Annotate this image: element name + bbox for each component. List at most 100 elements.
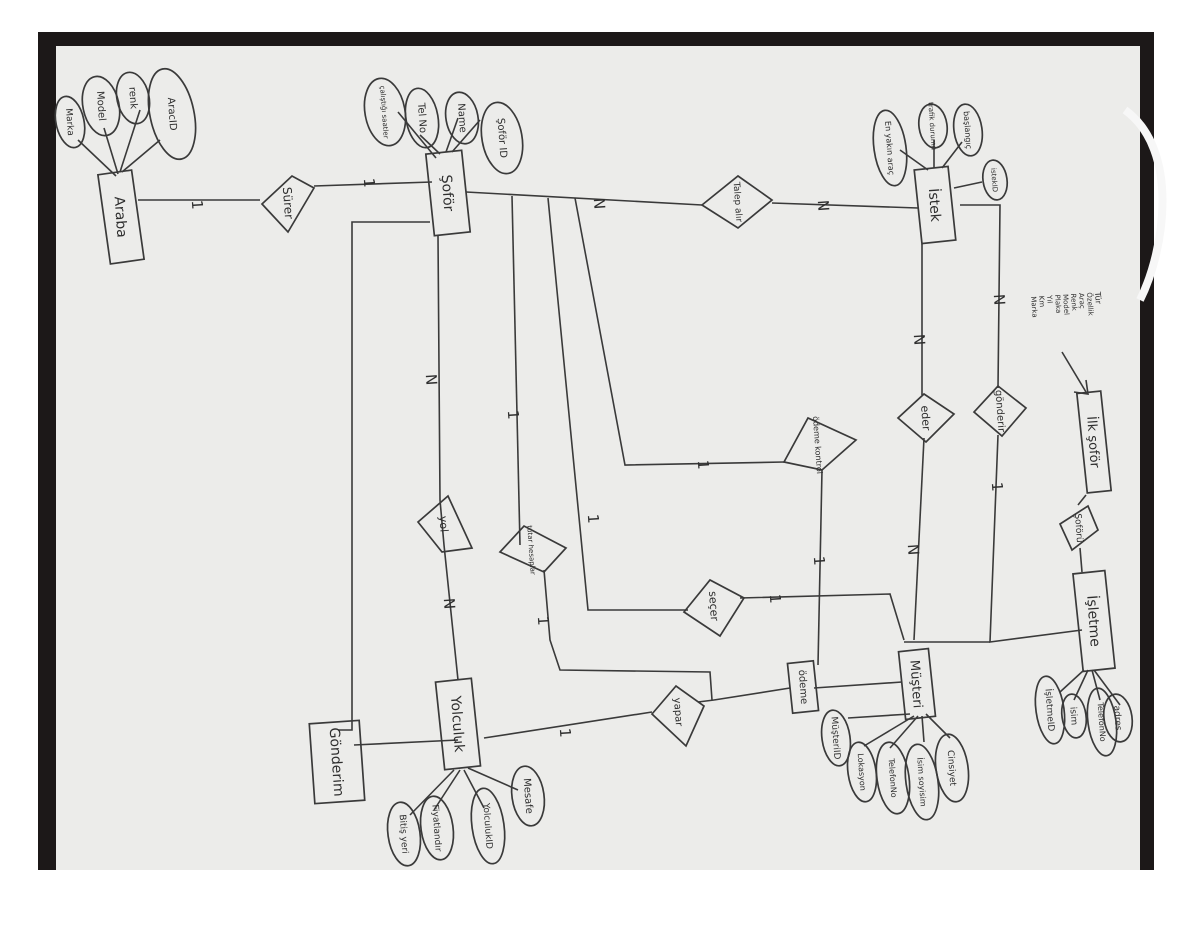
- line-sofor-talep: [465, 191, 703, 206]
- attr-label-isim-soyisim: İsim soyisim: [915, 757, 928, 807]
- rel-label-tutar-hesaplar: tutar hesaplar: [525, 525, 536, 575]
- entity-label-sofor: Şoför: [438, 174, 457, 212]
- cable: [1122, 106, 1167, 302]
- rel-soforu: Şoförü: [1058, 504, 1100, 552]
- attr-label-enyakin: En yakın araç: [883, 121, 896, 176]
- cardinality: N: [990, 293, 1009, 305]
- rel-label-eder: eder: [918, 405, 933, 431]
- rel-yapar: yol: [416, 494, 474, 553]
- cardinality: N: [440, 597, 459, 609]
- attr-yolculuk-mesafe: Mesafe: [510, 765, 546, 827]
- cardinality: 1: [694, 459, 713, 470]
- line-talep-istek: [771, 202, 919, 209]
- attr-isletme-adres: adres: [1102, 693, 1134, 743]
- attr-musteri-lokasyon: Lokasyon: [846, 741, 878, 803]
- attr-label-renk: renk: [126, 87, 139, 110]
- attr-line-bitis: [409, 769, 455, 816]
- attr-label-calistigi: çalıştığı saatler: [378, 85, 390, 139]
- paper-sheet: [56, 46, 1140, 870]
- attr-istek-istekid: istekID: [981, 159, 1009, 201]
- line-sofor-tutar: [511, 195, 521, 546]
- entity-label-musteri: Müşteri: [906, 659, 924, 708]
- rel-gonderir: gönderir: [972, 384, 1028, 438]
- attr-sofor-name: Name: [444, 91, 480, 145]
- cardinality: N: [422, 373, 441, 385]
- line-gonderir-isletme: [989, 434, 1083, 643]
- cardinality: 1: [504, 409, 523, 420]
- entity-sofor: Şoför: [424, 149, 472, 237]
- cardinality: N: [910, 333, 929, 345]
- attr-label-telefonno-i: TelefonNo: [1096, 701, 1108, 742]
- attr-line-renk: [119, 109, 141, 173]
- attr-line-musteriid: [847, 713, 911, 719]
- rel-label-secer: seçer: [706, 591, 721, 622]
- attr-musteri-telefonno: TelefonNo: [875, 741, 911, 815]
- line-tutar-yolculuk: [543, 569, 713, 701]
- attr-label-telefonno-m: TelefonNo: [887, 757, 899, 798]
- attr-label-name: Name: [455, 103, 468, 133]
- cardinality: 1: [188, 199, 207, 210]
- line-yer-odeme: [697, 699, 715, 703]
- attr-line-soforid: [451, 119, 481, 153]
- attr-label-lokasyon: Lokasyon: [856, 753, 868, 791]
- entity-istek: İstek: [913, 165, 957, 245]
- cardinality: 1: [534, 615, 553, 626]
- attr-label-cinsiyet: Cinsiyet: [945, 750, 958, 787]
- attr-line-enyakin: [899, 149, 929, 171]
- line-soforu-ilksofor: [1077, 494, 1087, 506]
- note-item: Renk: [1069, 293, 1078, 312]
- rel-label-soforu: Şoförü: [1072, 513, 1084, 543]
- attr-isletme-telefonno: TelefonNo: [1086, 687, 1118, 757]
- attr-musteri-isim-soyisim: İsim soyisim: [904, 743, 940, 821]
- rel-label-yapar: yapar: [671, 697, 684, 727]
- rel-talep-alir: Talep alır: [700, 174, 774, 230]
- rel-label-talep-alir: Talep alır: [731, 181, 744, 223]
- attr-label-model: Model: [94, 91, 107, 122]
- rel-yer: yapar: [650, 684, 706, 748]
- entity-araba: Araba: [96, 169, 146, 265]
- attr-isletme-isim: isim: [1060, 693, 1088, 739]
- cardinality: N: [814, 199, 833, 211]
- attr-line-adres: [1093, 669, 1121, 706]
- attr-label-adres: adres: [1111, 705, 1123, 731]
- attr-sofor-soforid: Şoför ID: [480, 101, 524, 175]
- rel-label-odeme: ödeme: [796, 669, 809, 704]
- attr-yolculuk-yolculukid: YolculukID: [470, 787, 506, 865]
- rel-label-gonderir: gönderir: [993, 390, 1007, 434]
- attr-label-baslangic: başlangıç: [962, 111, 974, 150]
- attr-label-isletmeid: İşletmeID: [1043, 688, 1057, 732]
- line-odemekontrol-odeme: [817, 469, 823, 666]
- entity-ilk-sofor: İlk şoför: [1075, 390, 1113, 494]
- note-item: Marka: [1029, 296, 1038, 318]
- rel-tutar-hesaplar: tutar hesaplar: [498, 524, 568, 575]
- table-edge-left: [38, 32, 58, 870]
- attr-line-telefonno-m: [889, 715, 919, 749]
- attr-label-aracid: AracID: [165, 97, 178, 131]
- cardinality: 1: [988, 481, 1007, 492]
- entity-yolculuk: Yolculuk: [434, 677, 482, 771]
- attr-label-yolculukid: YolculukID: [480, 802, 493, 850]
- attr-line-istekid: [953, 181, 983, 189]
- attr-line-mesafe: [467, 767, 519, 791]
- attr-sofor-calistigi: çalıştığı saatler: [363, 77, 407, 147]
- note-item: Plaka: [1053, 294, 1062, 313]
- attr-line-aracid: [121, 139, 161, 173]
- connector-lines: [77, 109, 1121, 816]
- line-istek-gonderir: [960, 204, 1001, 389]
- attr-yolculuk-fiyatlandir: Fiyatlandır: [419, 795, 455, 861]
- attr-label-fiyatlandir: Fiyatlandır: [429, 804, 442, 852]
- line-sofor-odeme-kontrol: [574, 197, 785, 466]
- attr-isletme-isletmeid: İşletmeID: [1034, 675, 1066, 745]
- rel-odeme-kontrol: ödeme kontrol: [782, 416, 858, 474]
- entity-label-yolculuk: Yolculuk: [447, 694, 467, 753]
- note-list: Tür Özellik Araç Renk Model Plaka Yıl Km…: [1029, 291, 1103, 318]
- attr-line-lokasyon: [863, 715, 915, 747]
- rel-eder: eder: [896, 392, 956, 444]
- attr-label-isim-i: isim: [1067, 707, 1078, 726]
- line-surer-sofor: [313, 181, 433, 187]
- cardinality: N: [590, 197, 609, 209]
- entity-label-araba: Araba: [111, 196, 130, 238]
- line-eder-musteri: [913, 437, 925, 641]
- entity-musteri: Müşteri: [897, 647, 937, 721]
